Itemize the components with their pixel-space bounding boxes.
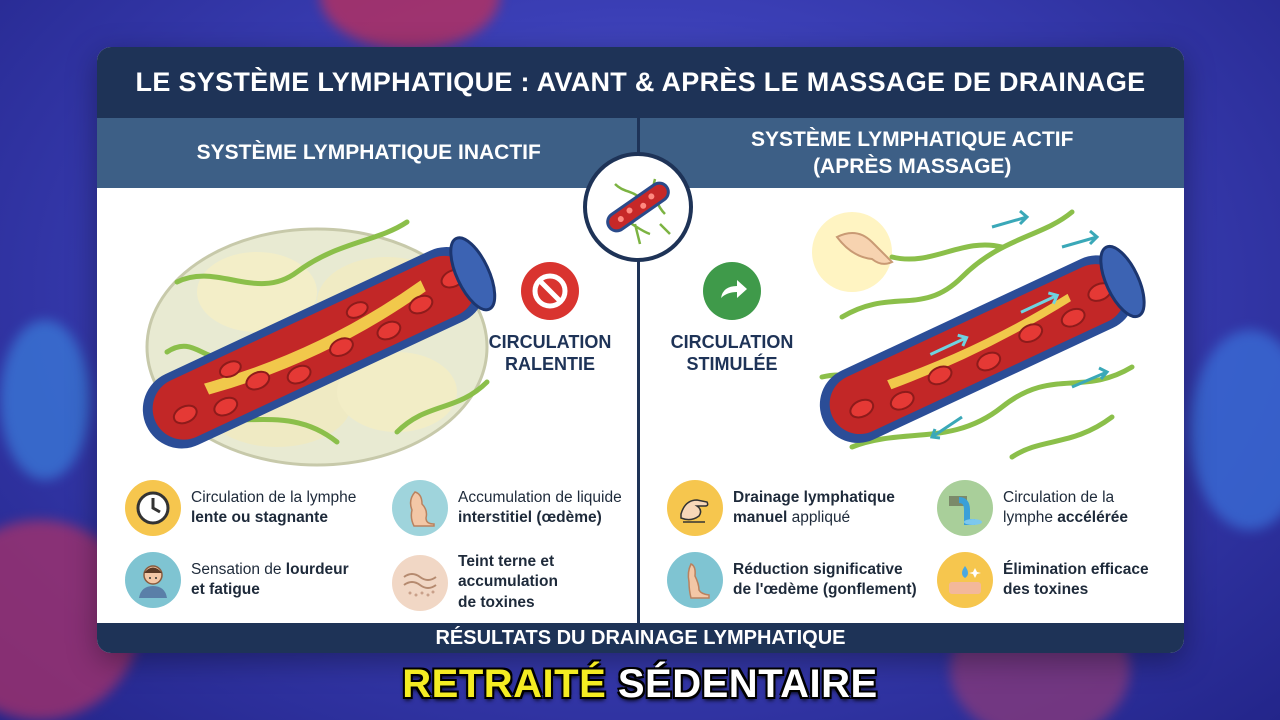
item-line-bold: et fatigue [191,581,260,598]
right-item-manual-drainage: Drainage lymphatique manuel appliqué [667,480,895,536]
left-section-header: SYSTÈME LYMPHATIQUE INACTIF [97,118,641,188]
healthy-leg-icon [667,552,723,608]
waterfall-icon [937,480,993,536]
background-blob [1190,330,1280,530]
dull-skin-icon [392,554,448,611]
massage-hands-icon [667,480,723,536]
right-item-accelerated-lymph: Circulation de la lymphe accélérée [937,480,1128,536]
right-status-line2: STIMULÉE [686,353,778,374]
item-text: Sensation de [191,560,286,578]
item-line-bold: de l'œdème (gonflement) [733,581,917,598]
caption-text: SÉDENTAIRE [606,662,878,706]
stimulated-vessel-illustration [812,197,1152,482]
infographic-card: LE SYSTÈME LYMPHATIQUE : AVANT & APRÈS L… [97,47,1184,653]
congested-vessel-illustration [137,202,517,477]
item-text-bold: manuel [733,509,788,526]
clock-icon [125,480,181,536]
left-item-edema: Accumulation de liquide interstitiel (œd… [392,480,622,536]
item-text-bold: accélérée [1057,509,1128,526]
results-footer: RÉSULTATS DU DRAINAGE LYMPHATIQUE [97,623,1184,653]
right-header-line2: (APRÈS MASSAGE) [813,155,1012,178]
caption-highlight: RETRAITÉ [402,662,607,706]
item-line-bold: Drainage lymphatique [733,488,895,506]
right-status-line1: CIRCULATION [670,332,794,352]
left-status-line1: CIRCULATION [488,332,612,352]
background-blob [0,320,90,480]
section-headers: SYSTÈME LYMPHATIQUE INACTIF SYSTÈME LYMP… [97,118,1184,188]
right-item-edema-reduction: Réduction significative de l'œdème (gonf… [667,552,917,608]
item-line-bold: Teint terne et [458,553,555,570]
right-header-line1: SYSTÈME LYMPHATIQUE ACTIF [751,127,1074,151]
item-text-bold: lourdeur [285,560,349,578]
item-line-bold: lente ou stagnante [191,509,328,526]
item-line: manuel appliqué [733,508,895,528]
clear-skin-icon [937,552,993,608]
item-line-bold: interstitiel (œdème) [458,509,602,526]
no-entry-icon [521,262,579,320]
left-item-slow-lymph: Circulation de la lymphe lente ou stagna… [125,480,356,536]
left-item-toxins: Teint terne et accumulation de toxines [392,552,558,613]
infographic-title: LE SYSTÈME LYMPHATIQUE : AVANT & APRÈS L… [97,47,1184,118]
forward-arrow-icon [703,262,761,320]
item-text: lymphe [1003,509,1058,526]
item-text: appliqué [787,509,851,526]
item-line: lymphe accélérée [1003,508,1128,528]
right-status: CIRCULATION STIMULÉE [657,262,807,375]
item-line-bold: de toxines [458,593,535,611]
item-line: Sensation de lourdeur [191,560,349,580]
vessel-badge-icon [583,152,693,262]
item-line: Accumulation de liquide [458,488,622,506]
item-line: Circulation de la lymphe [191,488,357,506]
right-item-toxin-elimination: Élimination efficace des toxines [937,552,1149,608]
video-caption: RETRAITÉ SÉDENTAIRE [0,662,1280,707]
left-status-line2: RALENTIE [505,353,595,374]
background-blob [320,0,500,50]
tired-person-icon [125,552,181,608]
left-status: CIRCULATION RALENTIE [475,262,625,375]
item-line-bold: des toxines [1003,581,1089,598]
left-item-heaviness: Sensation de lourdeur et fatigue [125,552,349,608]
item-line: Circulation de la [1003,488,1115,506]
center-divider [637,118,640,623]
swollen-leg-icon [392,480,448,536]
item-line-bold: Élimination efficace [1003,560,1149,578]
item-line-bold: Réduction significative [733,560,903,578]
item-line-bold: accumulation [458,573,558,591]
right-section-header: SYSTÈME LYMPHATIQUE ACTIF (APRÈS MASSAGE… [640,118,1184,188]
